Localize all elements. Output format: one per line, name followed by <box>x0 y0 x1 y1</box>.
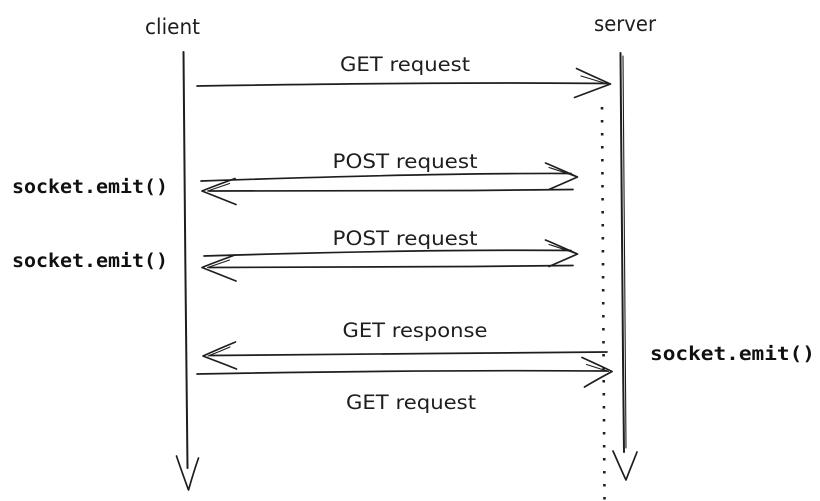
arrow-post-request-1 <box>200 162 579 206</box>
get-request-bottom-label: GET request <box>346 391 476 414</box>
arrow-post-request-2 <box>201 239 579 282</box>
server-lifeline-arrow-icon <box>612 450 638 481</box>
client-actor-label: client <box>145 15 200 39</box>
post-request-2-label: POST request <box>333 227 478 250</box>
client-lifeline <box>175 51 200 491</box>
server-actor-label: server <box>594 12 656 36</box>
server-lifeline <box>612 52 638 481</box>
socket-emit-annotation-right: socket.emit() <box>650 344 815 365</box>
post-request-1-label: POST request <box>333 150 478 173</box>
arrow-get-request-top <box>196 67 612 99</box>
get-request-top-label: GET request <box>340 53 470 76</box>
get-response-label: GET response <box>343 319 488 342</box>
socket-emit-annotation-left-1: socket.emit() <box>12 177 168 198</box>
server-dotted-lifeline <box>600 106 606 501</box>
arrow-get-response <box>202 341 608 370</box>
arrow-get-request-bottom <box>196 356 613 388</box>
socket-emit-annotation-left-2: socket.emit() <box>12 251 168 272</box>
client-lifeline-arrow-icon <box>175 455 200 491</box>
